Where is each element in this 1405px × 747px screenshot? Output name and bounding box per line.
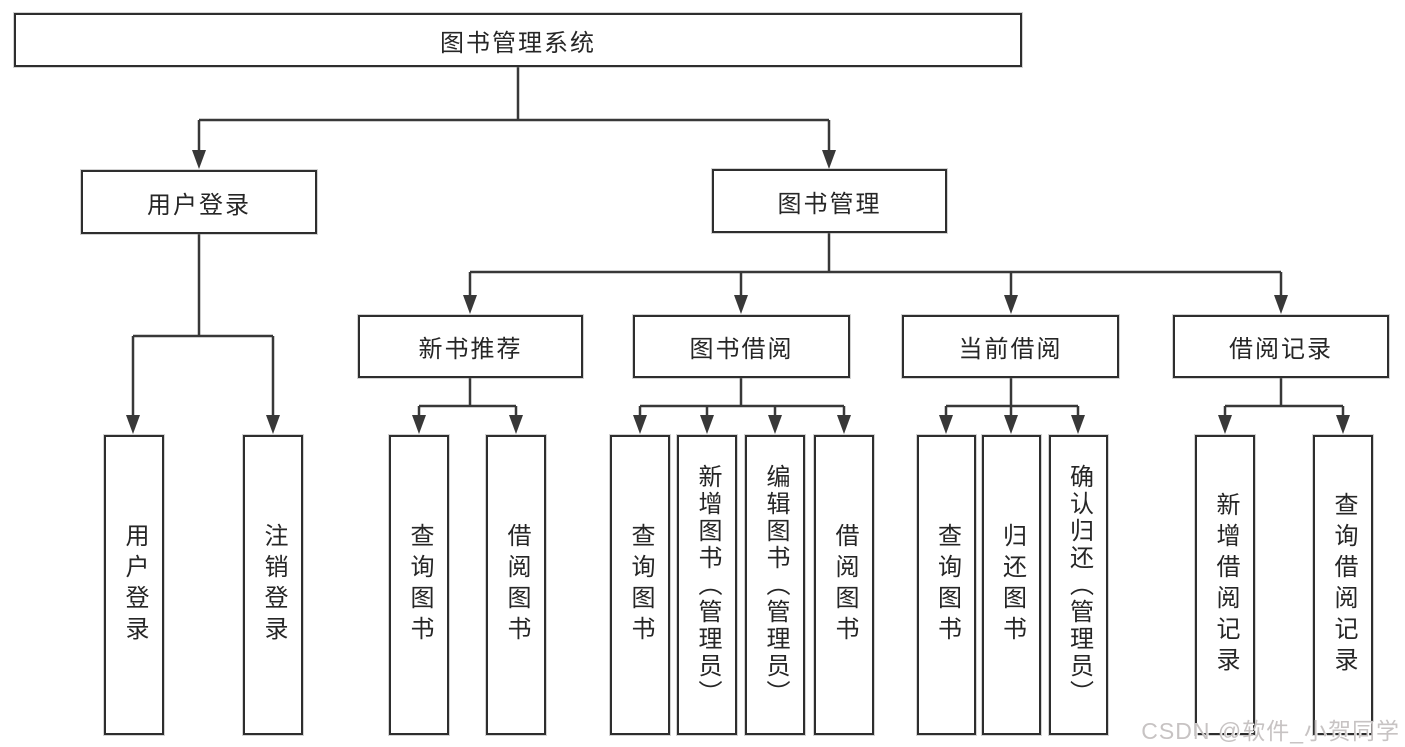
leaf-records-add-borrow-record: 新增借阅记录 [1195,435,1255,735]
leaf-borrowing-query-book: 查询图书 [610,435,670,735]
leaf-borrowing-add-book-admin: 新增图书（管理员） [677,435,737,735]
csdn-watermark: CSDN @软件_小贺同学 [1141,718,1400,744]
connector-new-book-recommendation-children [412,378,523,434]
leaf-borrowing-borrow-book: 借阅图书 [814,435,874,735]
connector-current-borrowing-children [939,377,1085,434]
leaf-recommend-borrow-book: 借阅图书 [486,435,546,735]
node-user-login: 用户登录 [81,170,317,234]
connector-user-login-children [126,234,280,434]
leaf-current-confirm-return-admin: 确认归还（管理员） [1049,435,1108,735]
connector-borrowing-records-children [1218,378,1350,434]
node-library-management-system: 图书管理系统 [14,13,1022,67]
leaf-borrowing-edit-book-admin: 编辑图书（管理员） [745,435,805,735]
leaf-records-query-borrow-record: 查询借阅记录 [1313,435,1373,735]
node-current-borrowing: 当前借阅 [902,315,1119,378]
leaf-user-login: 用户登录 [104,435,164,735]
node-book-borrowing: 图书借阅 [633,315,850,378]
connector-book-borrowing-children [633,378,851,434]
node-book-management: 图书管理 [712,169,947,233]
leaf-recommend-query-book: 查询图书 [389,435,449,735]
node-borrowing-records: 借阅记录 [1173,315,1389,378]
leaf-current-query-book: 查询图书 [917,435,976,735]
node-new-book-recommendation: 新书推荐 [358,315,583,378]
connector-root-to-level2 [192,67,836,169]
leaf-logout-login: 注销登录 [243,435,303,735]
leaf-current-return-book: 归还图书 [982,435,1041,735]
connector-book-management-children [463,233,1288,314]
